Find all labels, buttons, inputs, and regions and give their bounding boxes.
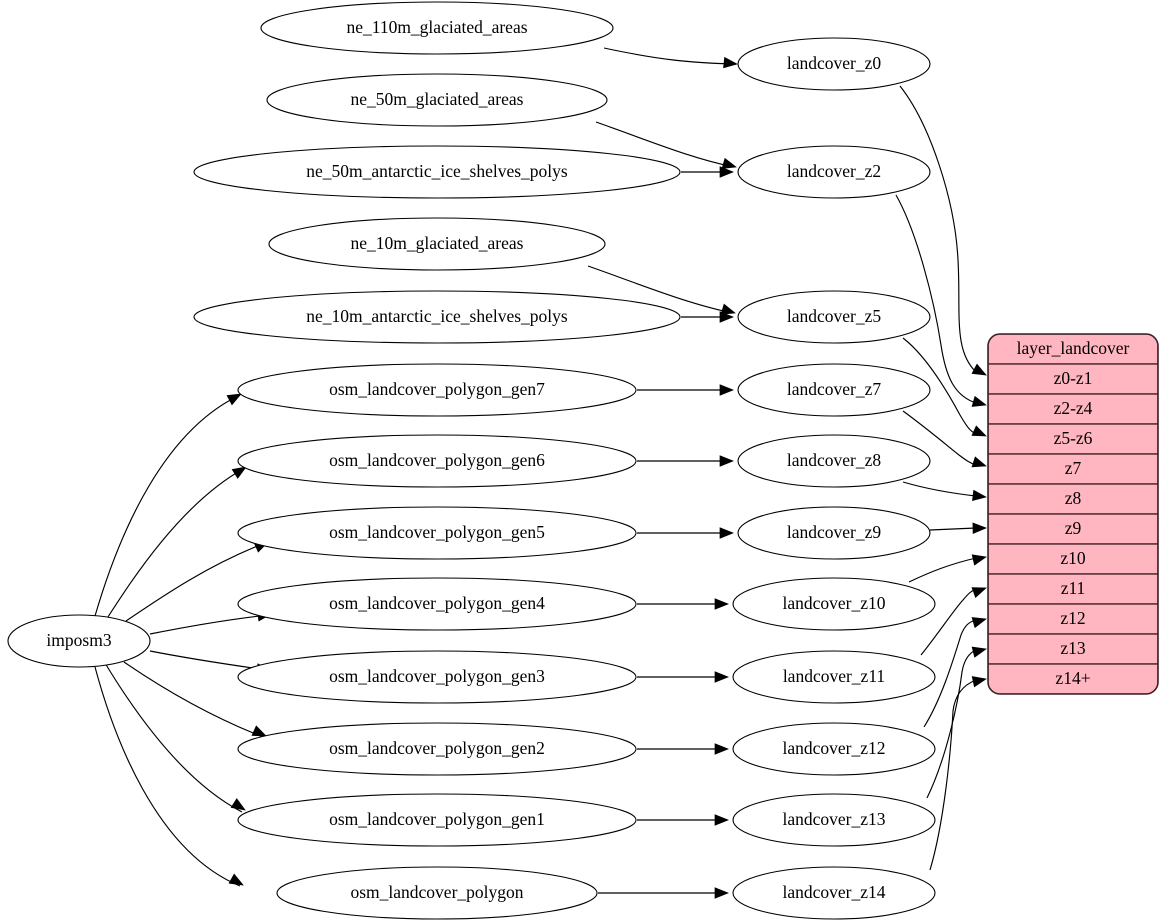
- edge-landcover_z11-to-z11: [920, 588, 977, 656]
- edge-landcover_z2-to-z2-z4: [895, 194, 977, 404]
- node-osm_landcover_polygon_gen3[interactable]: osm_landcover_polygon_gen3: [237, 650, 637, 704]
- table-row-z8[interactable]: z8: [988, 483, 1158, 515]
- node-osm_landcover_polygon_gen7[interactable]: osm_landcover_polygon_gen7: [237, 363, 637, 417]
- node-osm_landcover_polygon_gen4[interactable]: osm_landcover_polygon_gen4: [237, 577, 637, 631]
- arrowhead-icon: [714, 814, 729, 826]
- edge-landcover_z12-to-z12: [923, 619, 977, 728]
- arrowhead-icon: [971, 646, 987, 658]
- edge-ne_110m_glaciated_areas-to-landcover_z0: [603, 47, 737, 65]
- arrowhead-icon: [230, 798, 246, 811]
- edge-landcover_z9-to-z9: [929, 527, 977, 531]
- nodes-layer: imposm3 ne_110m_glaciated_areas ne_50m_gla…: [7, 1, 936, 920]
- edge-imposm3-to-osm_landcover_polygon_gen4: [149, 614, 269, 635]
- table-header-row[interactable]: layer_landcover: [988, 334, 1158, 365]
- edge-landcover_z14-to-z14+: [929, 679, 977, 871]
- node-osm_landcover_polygon[interactable]: osm_landcover_polygon: [276, 866, 598, 920]
- arrowhead-icon: [720, 303, 736, 315]
- table-row-z12[interactable]: z12: [988, 603, 1158, 635]
- node-ne_50m_glaciated_areas[interactable]: ne_50m_glaciated_areas: [266, 73, 608, 127]
- edge-imposm3-to-osm_landcover_polygon_gen6: [105, 468, 244, 621]
- edge-landcover_z7-to-z7: [902, 410, 977, 466]
- arrowhead-icon: [971, 363, 987, 376]
- table-row-z2-z4[interactable]: z2-z4: [988, 393, 1158, 425]
- arrowhead-icon: [721, 157, 737, 169]
- table-row-z7[interactable]: z7: [988, 453, 1158, 485]
- arrowhead-icon: [714, 887, 729, 899]
- table-row-z11[interactable]: z11: [988, 573, 1158, 605]
- edge-landcover_z10-to-z10: [908, 557, 977, 583]
- edge-ne_10m_glaciated_areas-to-landcover_z5: [587, 265, 734, 314]
- edge-imposm3-to-osm_landcover_polygon_gen5: [125, 542, 266, 622]
- node-imposm3[interactable]: imposm3: [7, 614, 151, 668]
- node-osm_landcover_polygon_gen2[interactable]: osm_landcover_polygon_gen2: [237, 722, 637, 776]
- node-osm_landcover_polygon_gen6[interactable]: osm_landcover_polygon_gen6: [237, 434, 637, 488]
- arrowheads-layer: [226, 56, 987, 899]
- node-landcover_z0[interactable]: landcover_z0: [737, 37, 931, 91]
- edges-layer: [94, 47, 977, 894]
- table-row-z14+[interactable]: z14+: [988, 663, 1158, 694]
- table-row-z9[interactable]: z9: [988, 513, 1158, 545]
- table-outline: [987, 333, 1159, 695]
- node-osm_landcover_polygon_gen1[interactable]: osm_landcover_polygon_gen1: [237, 793, 637, 847]
- layer-landcover-table[interactable]: layer_landcoverz0-z1z2-z4z5-z6z7z8z9z10z…: [987, 333, 1159, 695]
- node-landcover_z11[interactable]: landcover_z11: [732, 650, 936, 704]
- edge-imposm3-to-osm_landcover_polygon_gen1: [104, 662, 243, 813]
- edge-landcover_z8-to-z8: [902, 481, 977, 497]
- node-landcover_z10[interactable]: landcover_z10: [732, 577, 936, 631]
- node-landcover_z7[interactable]: landcover_z7: [737, 363, 931, 417]
- table-body: layer_landcoverz0-z1z2-z4z5-z6z7z8z9z10z…: [988, 334, 1158, 694]
- arrowhead-icon: [231, 466, 247, 479]
- arrowhead-icon: [719, 311, 734, 323]
- arrowhead-icon: [714, 598, 729, 610]
- node-landcover_z12[interactable]: landcover_z12: [732, 722, 936, 776]
- node-landcover_z2[interactable]: landcover_z2: [737, 145, 931, 199]
- arrowhead-icon: [251, 725, 267, 737]
- node-landcover_z5[interactable]: landcover_z5: [737, 290, 931, 344]
- arrowhead-icon: [972, 522, 987, 534]
- edge-imposm3-to-osm_landcover_polygon: [94, 666, 241, 887]
- arrowhead-icon: [971, 425, 987, 437]
- arrowhead-icon: [719, 166, 734, 178]
- arrowhead-icon: [714, 743, 729, 755]
- node-landcover_z8[interactable]: landcover_z8: [737, 434, 931, 488]
- node-landcover_z9[interactable]: landcover_z9: [737, 506, 931, 560]
- arrowhead-icon: [226, 393, 242, 406]
- node-ne_50m_antarctic_ice_shelves_polys[interactable]: ne_50m_antarctic_ice_shelves_polys: [193, 145, 681, 199]
- node-ne_110m_glaciated_areas[interactable]: ne_110m_glaciated_areas: [260, 1, 614, 55]
- edge-imposm3-to-osm_landcover_polygon_gen2: [123, 661, 264, 738]
- arrowhead-icon: [972, 489, 987, 502]
- edge-landcover_z13-to-z13: [926, 649, 977, 799]
- table-row-z13[interactable]: z13: [988, 633, 1158, 665]
- table-row-z10[interactable]: z10: [988, 543, 1158, 575]
- edge-landcover_z0-to-z0-z1: [899, 85, 977, 373]
- node-ne_10m_glaciated_areas[interactable]: ne_10m_glaciated_areas: [268, 217, 606, 271]
- edge-imposm3-to-osm_landcover_polygon_gen3: [149, 650, 268, 671]
- node-landcover_z13[interactable]: landcover_z13: [732, 793, 936, 847]
- node-ne_10m_antarctic_ice_shelves_polys[interactable]: ne_10m_antarctic_ice_shelves_polys: [193, 290, 681, 344]
- edge-landcover_z5-to-z5-z6: [902, 337, 977, 435]
- arrowhead-icon: [719, 384, 734, 396]
- edge-imposm3-to-osm_landcover_polygon_gen7: [94, 395, 239, 617]
- arrowhead-icon: [971, 395, 987, 407]
- arrowhead-icon: [228, 873, 244, 886]
- node-osm_landcover_polygon_gen5[interactable]: osm_landcover_polygon_gen5: [237, 506, 637, 560]
- arrowhead-icon: [971, 587, 987, 598]
- arrowhead-icon: [971, 554, 987, 566]
- arrowhead-icon: [723, 56, 738, 69]
- arrowhead-icon: [971, 676, 987, 688]
- arrowhead-icon: [971, 456, 987, 468]
- table-row-z5-z6[interactable]: z5-z6: [988, 423, 1158, 455]
- arrowhead-icon: [714, 671, 729, 683]
- arrowhead-icon: [719, 455, 734, 467]
- edge-ne_50m_glaciated_areas-to-landcover_z2: [595, 121, 735, 168]
- arrowhead-icon: [719, 527, 734, 539]
- arrowhead-icon: [971, 617, 987, 629]
- table-row-z0-z1[interactable]: z0-z1: [988, 363, 1158, 395]
- node-landcover_z14[interactable]: landcover_z14: [732, 866, 936, 920]
